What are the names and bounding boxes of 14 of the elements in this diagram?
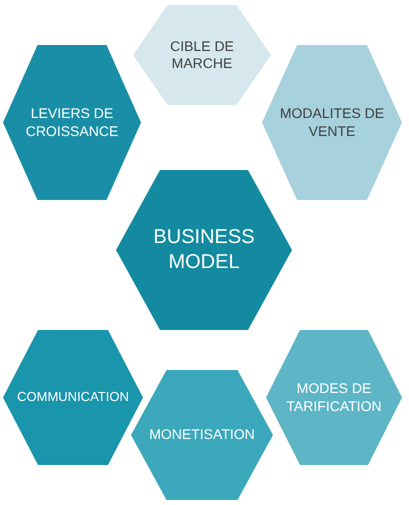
hexagon-label: MONETISATION: [149, 426, 255, 444]
hexagon: [131, 370, 273, 500]
hexagon: [3, 330, 143, 465]
hexagon: [116, 170, 292, 330]
hexagon-label: MODALITES DE VENTE: [278, 105, 386, 140]
hexagon-label: MODES DE TARIFICATION: [285, 380, 383, 415]
hexagon: [133, 5, 271, 105]
hexagon-label: BUSINESS MODEL: [152, 225, 256, 275]
hexagon: [262, 45, 402, 200]
hexagon: [3, 45, 141, 200]
hexagon-label: LEVIERS DE CROISSANCE: [24, 105, 120, 140]
hexagon: [266, 330, 402, 465]
hexagon-label: CIBLE DE MARCHE: [169, 38, 235, 72]
hexagon-label: COMMUNICATION: [17, 389, 129, 406]
